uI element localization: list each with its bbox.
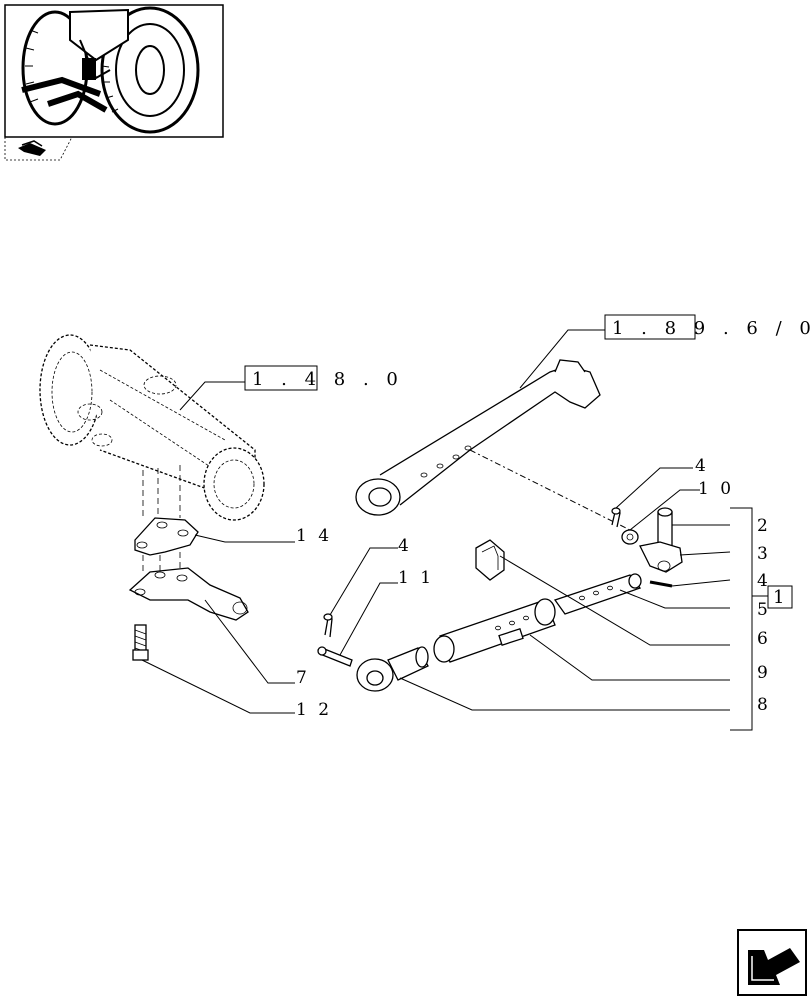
next-page-arrow-icon[interactable]	[737, 929, 807, 996]
callout-10: 1 0	[698, 479, 734, 499]
reference-box-assembly[interactable]: 1	[767, 585, 793, 609]
mounting-plate	[134, 517, 199, 556]
callout-11: 1 1	[398, 568, 434, 588]
callout-6: 6	[757, 629, 771, 649]
callout-4-left: 4	[398, 536, 412, 556]
rear-axle-housing	[39, 334, 265, 521]
callout-4-upper: 4	[695, 456, 709, 476]
lower-link-arm	[355, 359, 601, 516]
small-arrow-icon	[18, 140, 46, 156]
reference-label-rear-axle: 1 . 4 8 . 0	[252, 369, 404, 390]
callout-2: 2	[757, 516, 771, 536]
callout-9: 9	[757, 663, 771, 683]
reference-box-rear-axle[interactable]: 1 . 4 8 . 0	[244, 365, 404, 391]
stabilizer-assembly	[317, 573, 642, 692]
retaining-clip	[475, 539, 505, 581]
tractor-rear-thumbnail-icon[interactable]	[4, 4, 224, 161]
callout-12: 1 2	[296, 700, 332, 720]
callout-7: 7	[296, 668, 310, 688]
bolt	[132, 624, 149, 661]
callout-4-pin: 4	[757, 571, 771, 591]
callout-5: 5	[757, 600, 771, 620]
callout-labels: 2 3 4 5 6 9 8 7 1 2 1 4 4 1 1 4 1 0	[296, 456, 771, 720]
callout-3: 3	[757, 544, 771, 564]
link-pin-assembly	[611, 507, 683, 588]
leader-lines	[141, 329, 768, 731]
reference-label-lower-link: 1 . 8 9 . 6 / 0 3	[612, 318, 812, 339]
reference-box-lower-link[interactable]: 1 . 8 9 . 6 / 0 3	[604, 314, 812, 340]
callout-8: 8	[757, 695, 771, 715]
lift-bracket	[128, 567, 249, 621]
callout-14: 1 4	[296, 526, 332, 546]
reference-label-assembly: 1	[773, 587, 790, 608]
